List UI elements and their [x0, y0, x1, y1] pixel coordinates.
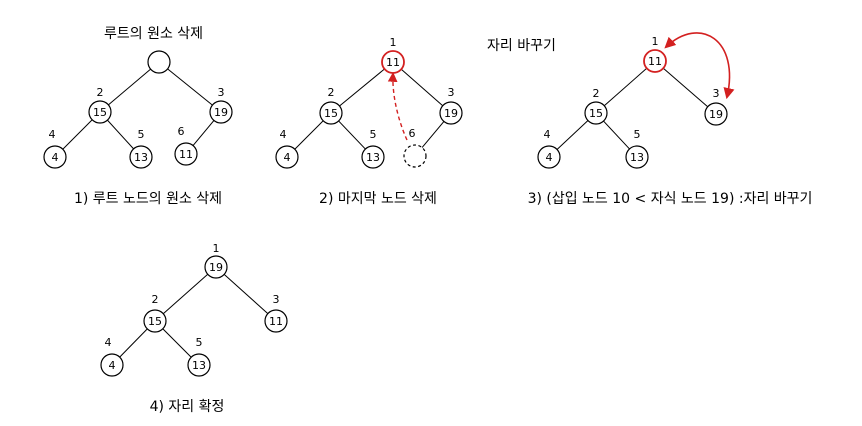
node-value: 15: [324, 107, 338, 120]
tree-node: [174, 142, 198, 166]
tree-node: [264, 309, 288, 333]
node-index: 1: [652, 35, 659, 48]
node-value: 11: [386, 56, 400, 69]
node-value: 11: [269, 315, 283, 328]
node-index: 6: [409, 127, 416, 140]
node-value: 13: [192, 359, 206, 372]
panel-1: 15 2 19 3 4 4 13 5 11 6 1) 루트 노드의 원소 삭제: [43, 50, 233, 207]
tree-edge: [223, 273, 269, 315]
tree-edge: [338, 120, 366, 150]
node-index: 2: [152, 293, 159, 306]
node-index: 5: [138, 128, 145, 141]
tree-node: [204, 255, 228, 279]
tree-edge: [662, 67, 709, 108]
node-index: 2: [328, 86, 335, 99]
panel-caption: 2) 마지막 노드 삭제: [319, 191, 437, 207]
node-index: 4: [49, 128, 56, 141]
node-index: 6: [178, 125, 185, 138]
tree-node: [209, 100, 233, 124]
tree-edge: [119, 328, 148, 358]
node-index: 3: [273, 293, 280, 306]
swap-arrow: [664, 32, 735, 100]
panel-caption: 4) 자리 확정: [150, 399, 225, 415]
removed-node: [403, 144, 427, 168]
node-value: 15: [589, 107, 603, 120]
node-value: 15: [93, 106, 107, 119]
tree-edge: [62, 119, 93, 150]
node-value: 19: [209, 261, 223, 274]
node-value: 19: [444, 107, 458, 120]
node-index: 4: [544, 128, 551, 141]
node-value: 4: [52, 151, 59, 164]
node-value: 19: [214, 106, 228, 119]
node-value: 13: [366, 151, 380, 164]
tree-node: [143, 309, 167, 333]
node-index: 4: [105, 336, 112, 349]
tree-edge: [167, 68, 213, 106]
panel-caption: 3) (삽입 노드 10 < 자식 노드 19) :자리 바꾸기: [528, 191, 813, 207]
node-index: 1: [390, 36, 397, 49]
node-index: 5: [634, 128, 641, 141]
tree-node: [43, 145, 67, 169]
node-index: 3: [448, 86, 455, 99]
node-index: 1: [213, 242, 220, 255]
annotation-swap: 자리 바꾸기: [487, 38, 556, 54]
tree-node: [100, 353, 124, 377]
tree-node: [129, 145, 153, 169]
tree-node: [319, 101, 343, 125]
node-index: 3: [218, 86, 225, 99]
node-value: 19: [709, 108, 723, 121]
node-value: 13: [630, 151, 644, 164]
tree-node: [439, 101, 463, 125]
tree-node: [625, 145, 649, 169]
tree-node: [187, 353, 211, 377]
tree-edge: [556, 120, 589, 150]
panel-4: 19 1 15 2 11 3 4 4 13 5 4) 자리 확정: [100, 242, 288, 415]
tree-edge: [162, 328, 192, 358]
node-index: 5: [370, 128, 377, 141]
node-index: 2: [593, 87, 600, 100]
node-index: 5: [196, 336, 203, 349]
tree-edge: [603, 120, 630, 150]
tree-node: [361, 145, 385, 169]
node-value: 11: [179, 148, 193, 161]
node-value: 15: [148, 315, 162, 328]
node-value: 4: [546, 151, 553, 164]
tree-edge: [108, 68, 151, 106]
tree-edge: [162, 273, 209, 315]
tree-edge: [192, 120, 215, 146]
annotation-delete-root: 루트의 원소 삭제: [104, 26, 203, 42]
node-index: 3: [713, 87, 720, 100]
tree-node: [275, 145, 299, 169]
node-value: 13: [134, 151, 148, 164]
node-value: 4: [109, 359, 116, 372]
tree-node: [704, 102, 728, 126]
tree-edge: [339, 68, 385, 107]
tree-node: [584, 101, 608, 125]
tree-node: [537, 145, 561, 169]
move-last-node-arrow: [387, 72, 408, 141]
tree-edge: [603, 67, 648, 107]
node-value: 11: [648, 55, 662, 68]
tree-edge: [294, 120, 324, 150]
tree-node: [147, 50, 171, 74]
tree-edge: [421, 121, 445, 148]
tree-edge: [400, 68, 444, 107]
panel-caption: 1) 루트 노드의 원소 삭제: [74, 191, 222, 207]
tree-node: [88, 100, 112, 124]
node-index: 2: [97, 86, 104, 99]
node-index: 4: [280, 128, 287, 141]
node-value: 4: [284, 151, 291, 164]
tree-edge: [107, 119, 134, 150]
